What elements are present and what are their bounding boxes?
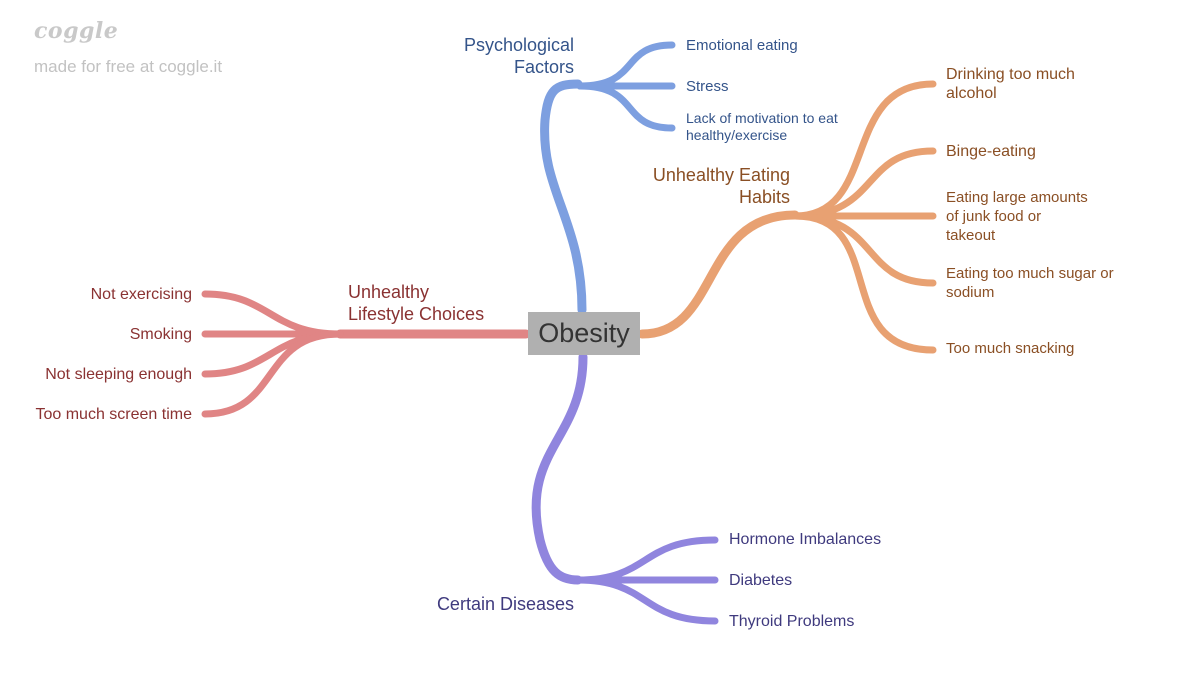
node-emotional-eating[interactable]: Emotional eating (686, 36, 798, 55)
node-line: Smoking (129, 326, 192, 343)
node-binge-eating[interactable]: Binge-eating (946, 142, 1036, 161)
node-line: Emotional eating (686, 37, 798, 54)
node-line: Hormone Imbalances (729, 531, 882, 548)
node-line: Too much screen time (35, 406, 192, 423)
branch-title-line: Lifestyle Choices (348, 304, 485, 324)
connector-eating-item (791, 212, 937, 354)
node-line: Not exercising (90, 286, 192, 303)
center-node-obesity[interactable]: Obesity (528, 312, 640, 355)
node-line: Drinking too much (946, 66, 1075, 83)
node-line: sodium (946, 284, 995, 301)
node-sugar-sodium[interactable]: Eating too much sugar or sodium (946, 264, 1114, 302)
node-diabetes[interactable]: Diabetes (729, 571, 792, 590)
node-drinking-alcohol[interactable]: Drinking too much alcohol (946, 65, 1075, 103)
node-line: of junk food or (946, 208, 1042, 225)
node-line: Lack of motivation to eat (686, 110, 838, 126)
node-line: takeout (946, 227, 996, 244)
node-too-much-snacking[interactable]: Too much snacking (946, 339, 1074, 358)
node-line: Binge-eating (946, 143, 1036, 160)
node-thyroid-problems[interactable]: Thyroid Problems (729, 612, 854, 631)
node-lack-of-motivation[interactable]: Lack of motivation to eat healthy/exerci… (686, 110, 838, 144)
coggle-tagline: made for free at coggle.it (34, 57, 223, 76)
node-not-sleeping-enough[interactable]: Not sleeping enough (45, 365, 192, 384)
connector-lifestyle-item (201, 330, 344, 418)
connector-lifestyle-item (201, 290, 344, 338)
node-not-exercising[interactable]: Not exercising (91, 285, 192, 304)
node-line: Eating large amounts (946, 189, 1088, 206)
connector-psychological-item (576, 82, 676, 132)
connector-psychological-item (576, 41, 676, 90)
node-line: Too much snacking (946, 340, 1075, 357)
node-line: Eating too much sugar or (946, 265, 1114, 282)
branch-title-eating[interactable]: Unhealthy Eating Habits (653, 164, 790, 208)
connector-center-eating (637, 210, 800, 339)
node-too-much-screen-time[interactable]: Too much screen time (35, 405, 192, 424)
branch-title-line: Certain Diseases (436, 594, 574, 614)
branch-title-line: Habits (738, 187, 790, 207)
node-line: Diabetes (729, 572, 793, 589)
node-line: alcohol (946, 85, 997, 102)
branch-title-line: Unhealthy (348, 282, 430, 302)
branch-title-line: Factors (513, 57, 574, 77)
branch-title-line: Unhealthy Eating (652, 165, 790, 185)
branch-title-line: Psychological (463, 35, 574, 55)
connector-diseases-item (574, 576, 719, 625)
node-line: Thyroid Problems (729, 613, 855, 630)
branch-title-diseases[interactable]: Certain Diseases (437, 593, 574, 615)
connector-eating-item (791, 212, 937, 287)
node-line: Not sleeping enough (45, 366, 192, 383)
connector-center-psychological (540, 79, 587, 315)
node-junk-food[interactable]: Eating large amounts of junk food or tak… (946, 188, 1088, 245)
node-stress[interactable]: Stress (686, 77, 729, 96)
branch-title-psychological[interactable]: Psychological Factors (464, 34, 574, 78)
node-smoking[interactable]: Smoking (130, 325, 192, 344)
coggle-logo: coggle (34, 18, 119, 44)
connector-eating-item (791, 147, 937, 220)
branch-title-lifestyle[interactable]: Unhealthy Lifestyle Choices (348, 281, 484, 325)
connector-diseases-item (574, 536, 719, 584)
node-hormone-imbalances[interactable]: Hormone Imbalances (729, 530, 881, 549)
node-line: Stress (686, 78, 729, 95)
connector-center-diseases (531, 352, 588, 585)
node-line: healthy/exercise (686, 127, 788, 143)
